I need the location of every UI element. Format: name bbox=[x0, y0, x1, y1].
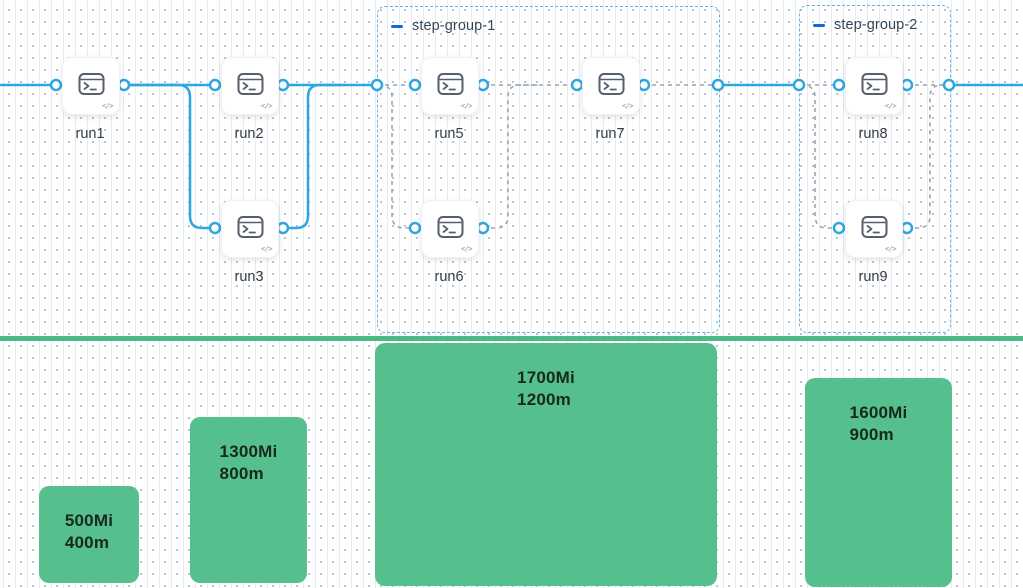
port[interactable] bbox=[832, 78, 846, 92]
node-run8[interactable]: </> run8 bbox=[845, 57, 903, 142]
node-box[interactable]: </> bbox=[845, 57, 903, 115]
group-port[interactable] bbox=[370, 78, 384, 92]
resource-bar-run1: 500Mi 400m bbox=[39, 486, 139, 583]
step-group-2-header: step-group-2 bbox=[800, 6, 950, 33]
group-port[interactable] bbox=[711, 78, 725, 92]
terminal-icon bbox=[598, 73, 624, 95]
resource-bar-run2: 1300Mi 800m bbox=[190, 417, 307, 583]
node-label: run9 bbox=[858, 269, 888, 285]
port[interactable] bbox=[276, 78, 290, 92]
port[interactable] bbox=[900, 221, 914, 235]
port[interactable] bbox=[900, 78, 914, 92]
collapse-minus-icon[interactable] bbox=[813, 23, 825, 27]
code-icon: </> bbox=[460, 245, 473, 253]
port[interactable] bbox=[570, 78, 584, 92]
node-run6[interactable]: </> run6 bbox=[421, 200, 479, 285]
bar-cpu: 900m bbox=[849, 425, 894, 445]
terminal-icon bbox=[78, 73, 104, 95]
port[interactable] bbox=[117, 78, 131, 92]
bar-memory: 1600Mi bbox=[849, 403, 908, 422]
node-label: run8 bbox=[858, 126, 888, 142]
code-icon: </> bbox=[884, 102, 897, 110]
node-run9[interactable]: </> run9 bbox=[845, 200, 903, 285]
code-icon: </> bbox=[101, 102, 114, 110]
code-icon: </> bbox=[884, 245, 897, 253]
section-divider bbox=[0, 336, 1023, 341]
node-label: run1 bbox=[75, 126, 105, 142]
code-icon: </> bbox=[621, 102, 634, 110]
node-run2[interactable]: </> run2 bbox=[221, 57, 279, 142]
collapse-minus-icon[interactable] bbox=[391, 24, 403, 28]
group-port[interactable] bbox=[942, 78, 956, 92]
node-box[interactable]: </> bbox=[421, 200, 479, 258]
terminal-icon bbox=[861, 73, 887, 95]
node-box[interactable]: </> bbox=[221, 57, 279, 115]
port[interactable] bbox=[832, 221, 846, 235]
bar-cpu: 400m bbox=[64, 533, 110, 553]
step-group-2[interactable]: step-group-2 bbox=[799, 5, 951, 333]
edge-run3-group1 bbox=[283, 83, 340, 230]
bar-cpu: 800m bbox=[219, 464, 264, 484]
node-box[interactable]: </> bbox=[421, 57, 479, 115]
node-box[interactable]: </> bbox=[845, 200, 903, 258]
terminal-icon bbox=[861, 216, 887, 238]
node-label: run6 bbox=[434, 269, 464, 285]
bar-cpu: 1200m bbox=[517, 390, 571, 410]
terminal-icon bbox=[237, 73, 263, 95]
node-label: run3 bbox=[234, 269, 264, 285]
terminal-icon bbox=[437, 73, 463, 95]
group-label: step-group-2 bbox=[834, 17, 918, 33]
bar-memory: 500Mi bbox=[64, 511, 114, 530]
terminal-icon bbox=[237, 216, 263, 238]
port[interactable] bbox=[476, 221, 490, 235]
port[interactable] bbox=[476, 78, 490, 92]
port[interactable] bbox=[276, 221, 290, 235]
node-box[interactable]: </> bbox=[582, 57, 640, 115]
node-box[interactable]: </> bbox=[221, 200, 279, 258]
port[interactable] bbox=[208, 221, 222, 235]
node-label: run2 bbox=[234, 126, 264, 142]
node-run5[interactable]: </> run5 bbox=[421, 57, 479, 142]
code-icon: </> bbox=[460, 102, 473, 110]
code-icon: </> bbox=[260, 102, 273, 110]
node-label: run7 bbox=[595, 126, 625, 142]
port[interactable] bbox=[208, 78, 222, 92]
edge-run1-run3 bbox=[124, 83, 215, 230]
node-run7[interactable]: </> run7 bbox=[582, 57, 640, 142]
bar-memory: 1300Mi bbox=[219, 442, 278, 461]
group-port[interactable] bbox=[792, 78, 806, 92]
port[interactable] bbox=[49, 78, 63, 92]
group-label: step-group-1 bbox=[412, 18, 496, 34]
step-group-1-header: step-group-1 bbox=[378, 7, 719, 34]
port[interactable] bbox=[408, 221, 422, 235]
port[interactable] bbox=[637, 78, 651, 92]
resource-bar-group1: 1700Mi 1200m bbox=[375, 343, 717, 586]
port[interactable] bbox=[408, 78, 422, 92]
step-group-1[interactable]: step-group-1 bbox=[377, 6, 720, 333]
node-run1[interactable]: </> run1 bbox=[62, 57, 120, 142]
terminal-icon bbox=[437, 216, 463, 238]
bar-memory: 1700Mi bbox=[517, 368, 575, 387]
code-icon: </> bbox=[260, 245, 273, 253]
node-label: run5 bbox=[434, 126, 464, 142]
resource-bar-group2: 1600Mi 900m bbox=[805, 378, 952, 587]
node-box[interactable]: </> bbox=[62, 57, 120, 115]
node-run3[interactable]: </> run3 bbox=[221, 200, 279, 285]
